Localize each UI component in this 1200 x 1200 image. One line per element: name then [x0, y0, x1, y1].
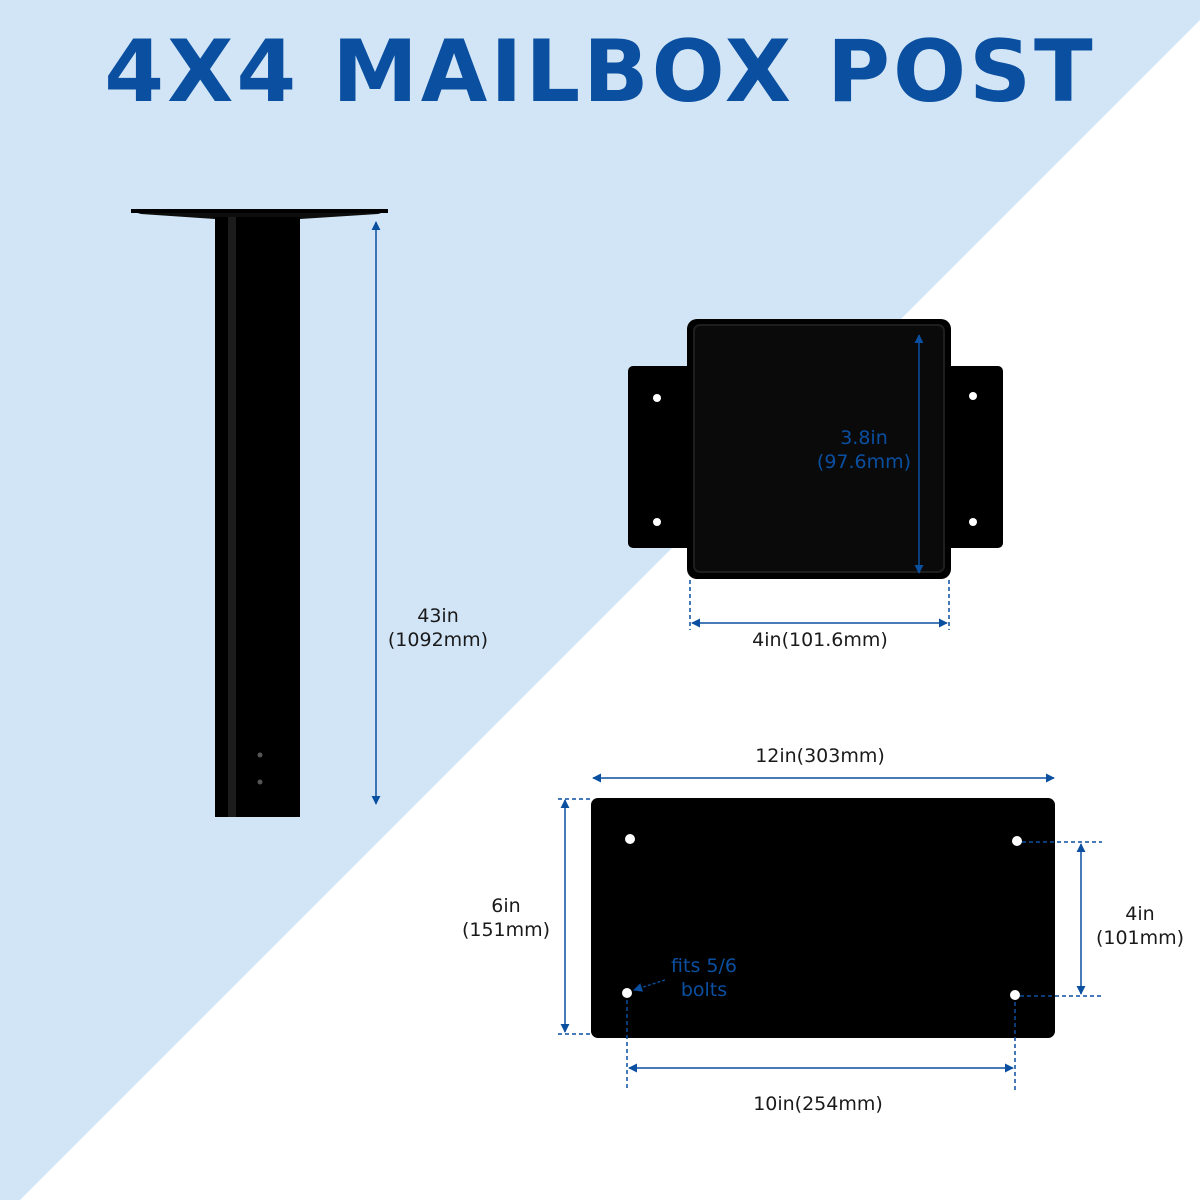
hole-horizontal-label: 10in(254mm)	[753, 1093, 883, 1115]
hole-note-pointer	[633, 979, 666, 992]
mailbox-post	[131, 209, 388, 817]
hole-note-label: fits 5/6 bolts	[671, 955, 737, 1001]
square-post-bracket	[628, 319, 1003, 579]
page-title: 4X4 MAILBOX POST	[104, 22, 1096, 122]
post-height-label: 43in (1092mm)	[387, 605, 489, 651]
bracket-inner-height-label: 3.8in (97.6mm)	[816, 427, 912, 473]
plate-length-label: 12in(303mm)	[755, 745, 885, 767]
plate-height-label: 6in (151mm)	[461, 895, 551, 941]
base-plate	[591, 798, 1055, 1038]
bracket-width-label: 4in(101.6mm)	[752, 629, 888, 651]
hole-vertical-label: 4in (101mm)	[1095, 903, 1185, 949]
